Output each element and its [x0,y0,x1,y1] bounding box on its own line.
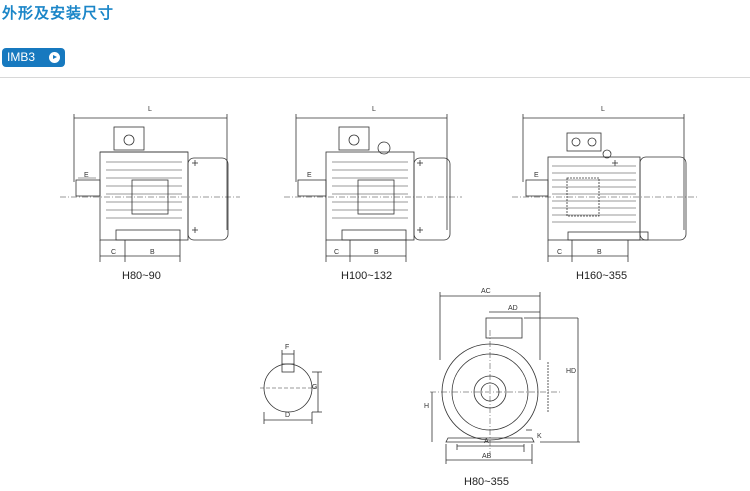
dim-C-1: C [111,249,117,256]
dim-D: D [285,412,291,419]
front-view-h80-355 [430,292,580,464]
dim-E-3: E [534,172,539,179]
shaft-section [260,350,322,424]
caption-h100-132: H100~132 [341,270,393,282]
dim-H: H [424,403,430,410]
dim-A: A [484,438,489,445]
dim-AC: AC [481,288,491,295]
page-title: 外形及安装尺寸 [2,5,115,22]
caption-front-h80-355: H80~355 [464,476,509,488]
mounting-type-badge[interactable]: IMB3 [2,48,65,67]
dim-K: K [537,433,542,440]
dim-C-3: C [557,249,563,256]
dim-G: G [312,384,318,391]
dim-F: F [285,344,290,351]
dim-L-3: L [601,106,605,113]
circle-arrow-right-icon [49,52,60,63]
badge-label: IMB3 [7,50,36,64]
dim-L-1: L [148,106,152,113]
caption-h80-90: H80~90 [122,270,161,282]
caption-h160-355: H160~355 [576,270,628,282]
dim-AB: AB [482,453,492,460]
divider [0,77,750,78]
dim-E-2: E [307,172,312,179]
dim-B-3: B [597,249,602,256]
dim-B-1: B [150,249,155,256]
side-view-h100-132 [284,114,462,262]
dim-C-2: C [334,249,340,256]
dim-AD: AD [508,305,518,312]
side-view-h160-355 [512,114,698,262]
dim-HD: HD [566,368,577,375]
dim-B-2: B [374,249,379,256]
dim-E-1: E [84,172,89,179]
dim-L-2: L [372,106,376,113]
side-view-h80-90 [60,114,240,262]
